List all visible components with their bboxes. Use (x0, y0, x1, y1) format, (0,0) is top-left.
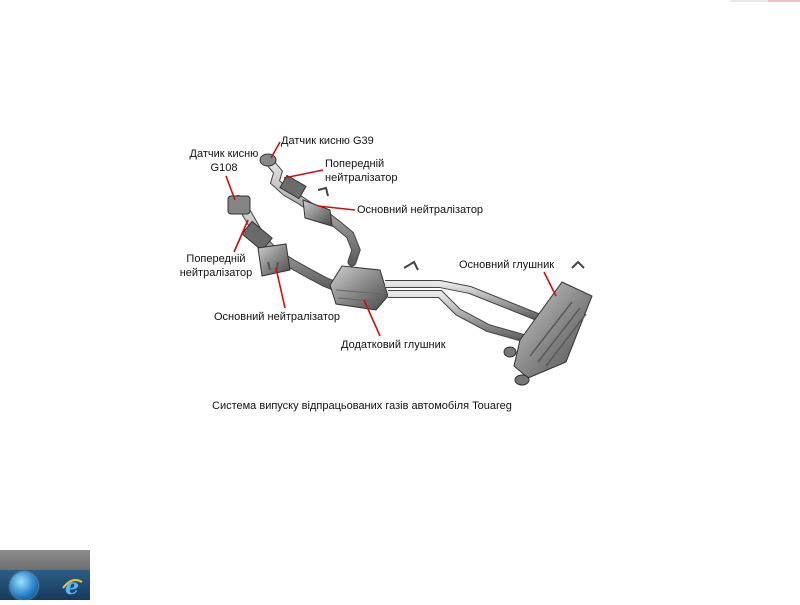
label-main-catalyst-bottom: Основний нейтралізатор (214, 311, 341, 323)
pre-catalyst-upper (279, 174, 307, 200)
taskbar: e (0, 550, 90, 600)
label-pre-cat-top-line1: Попередній (325, 158, 385, 170)
label-pre-cat-left-line1: Попередній (186, 253, 246, 265)
internet-explorer-icon[interactable]: e (60, 574, 84, 598)
leader-line-pre-cat-left (233, 219, 249, 253)
windows-start-icon[interactable] (10, 572, 38, 600)
taskbar-upper-strip (0, 550, 90, 570)
main-muffler (503, 260, 593, 386)
upper-exhaust-branch (259, 153, 361, 267)
window-edge-strip (730, 0, 800, 2)
label-main-muffler: Основний глушник (459, 259, 555, 271)
pre-catalyst-lower (241, 220, 273, 252)
label-oxygen-sensor-g108: Датчик кисню G108 (188, 147, 260, 175)
leader-line-pre-cat-top (283, 169, 324, 179)
label-g108-line1: Датчик кисню (189, 148, 259, 160)
leader-line-main-cat-bottom (275, 267, 286, 309)
leader-lines (225, 141, 557, 337)
label-oxygen-sensor-g39: Датчик кисню G39 (281, 135, 374, 147)
main-catalyst-upper (302, 199, 333, 227)
leader-line-g108 (225, 175, 236, 201)
window-edge-accent (768, 0, 800, 2)
auxiliary-muffler (329, 265, 389, 311)
label-auxiliary-muffler: Додатковий глушник (341, 339, 446, 351)
main-catalyst-lower (257, 243, 291, 277)
label-pre-cat-top-line2: нейтралізатор (325, 172, 398, 184)
label-main-catalyst-top: Основний нейтралізатор (357, 204, 484, 216)
oxygen-sensor-g108-body (227, 195, 251, 215)
label-pre-cat-left-line2: нейтралізатор (179, 267, 253, 279)
label-pre-catalyst-left: Попередній нейтралізатор (178, 252, 254, 280)
label-g108-line2: G108 (210, 162, 238, 174)
leader-line-main-muffler (543, 271, 557, 297)
leader-line-main-cat-top (317, 205, 356, 211)
diagram-caption: Система випуску відпрацьованих газів авт… (212, 400, 512, 412)
oxygen-sensor-g39-body (259, 153, 277, 167)
leader-line-g39 (270, 141, 281, 159)
rear-twin-pipes (385, 260, 542, 344)
label-pre-catalyst-top: Попередній нейтралізатор (325, 157, 398, 185)
lower-exhaust-branch (227, 195, 345, 293)
svg-text:e: e (65, 574, 79, 598)
leader-line-aux-muffler (363, 299, 381, 337)
